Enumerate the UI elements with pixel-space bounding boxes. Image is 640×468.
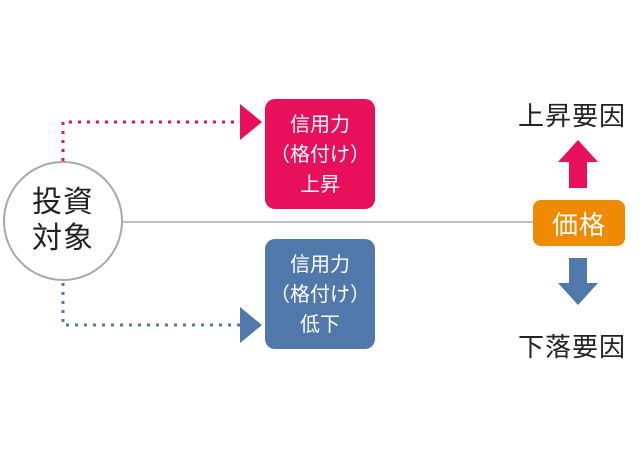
rise-box-line3: 上昇	[300, 172, 340, 196]
subject-line2: 対象	[32, 221, 94, 256]
rise-box-line2: （格付け）	[270, 142, 370, 166]
rise-arrowhead	[240, 104, 262, 140]
rise-connector	[61, 120, 240, 161]
fall-connector	[61, 283, 240, 327]
fall-box-line1: 信用力	[290, 252, 350, 276]
fall-arrowhead	[240, 307, 262, 343]
fall-box-line2: （格付け）	[270, 282, 370, 306]
subject-line1: 投資	[32, 185, 94, 220]
price-label: 価格	[551, 210, 606, 241]
price-box: 価格	[533, 200, 625, 246]
down-arrow-icon	[558, 258, 598, 305]
credit-rise-box: 信用力 （格付け） 上昇	[265, 99, 375, 209]
investment-subject-circle: 投資 対象	[3, 161, 123, 281]
fall-box-line3: 低下	[300, 312, 340, 336]
fall-factor-label: 下落要因	[518, 333, 627, 363]
rise-box-line1: 信用力	[290, 112, 350, 136]
up-arrow-icon	[558, 140, 598, 188]
rise-factor-label: 上昇要因	[518, 102, 627, 132]
credit-fall-box: 信用力 （格付け） 低下	[265, 239, 375, 349]
